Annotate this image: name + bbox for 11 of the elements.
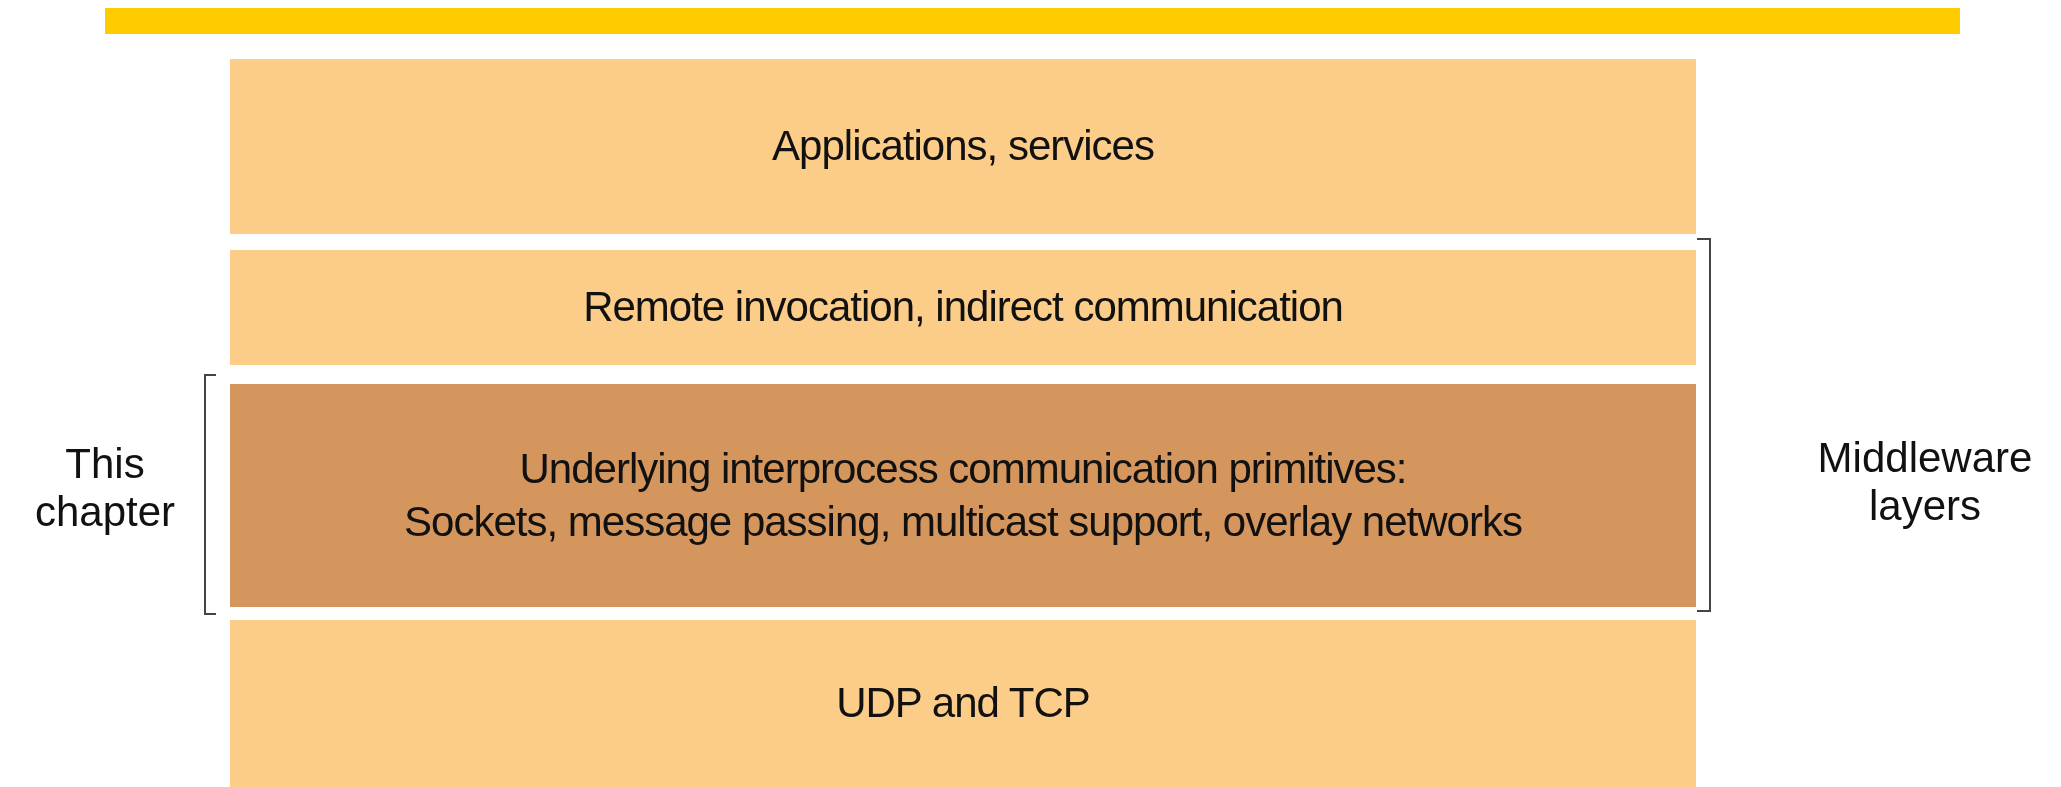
bracket-label: This chapter [33,440,177,537]
layer-label: UDP and TCP [836,678,1090,729]
layer-label: Remote invocation, indirect communication [583,282,1343,333]
layer-box [230,59,1696,234]
layer-label: Underlying interprocess communication primitives: [519,444,1407,494]
layer-box [230,250,1696,365]
layer-label: Sockets, message passing, multicast support, overlay networks [404,496,1522,547]
bracket-label: Middleware layers [1816,434,2034,531]
layer-box [230,384,1696,607]
layer-label: Applications, services [772,121,1154,172]
layer-box [230,620,1696,787]
